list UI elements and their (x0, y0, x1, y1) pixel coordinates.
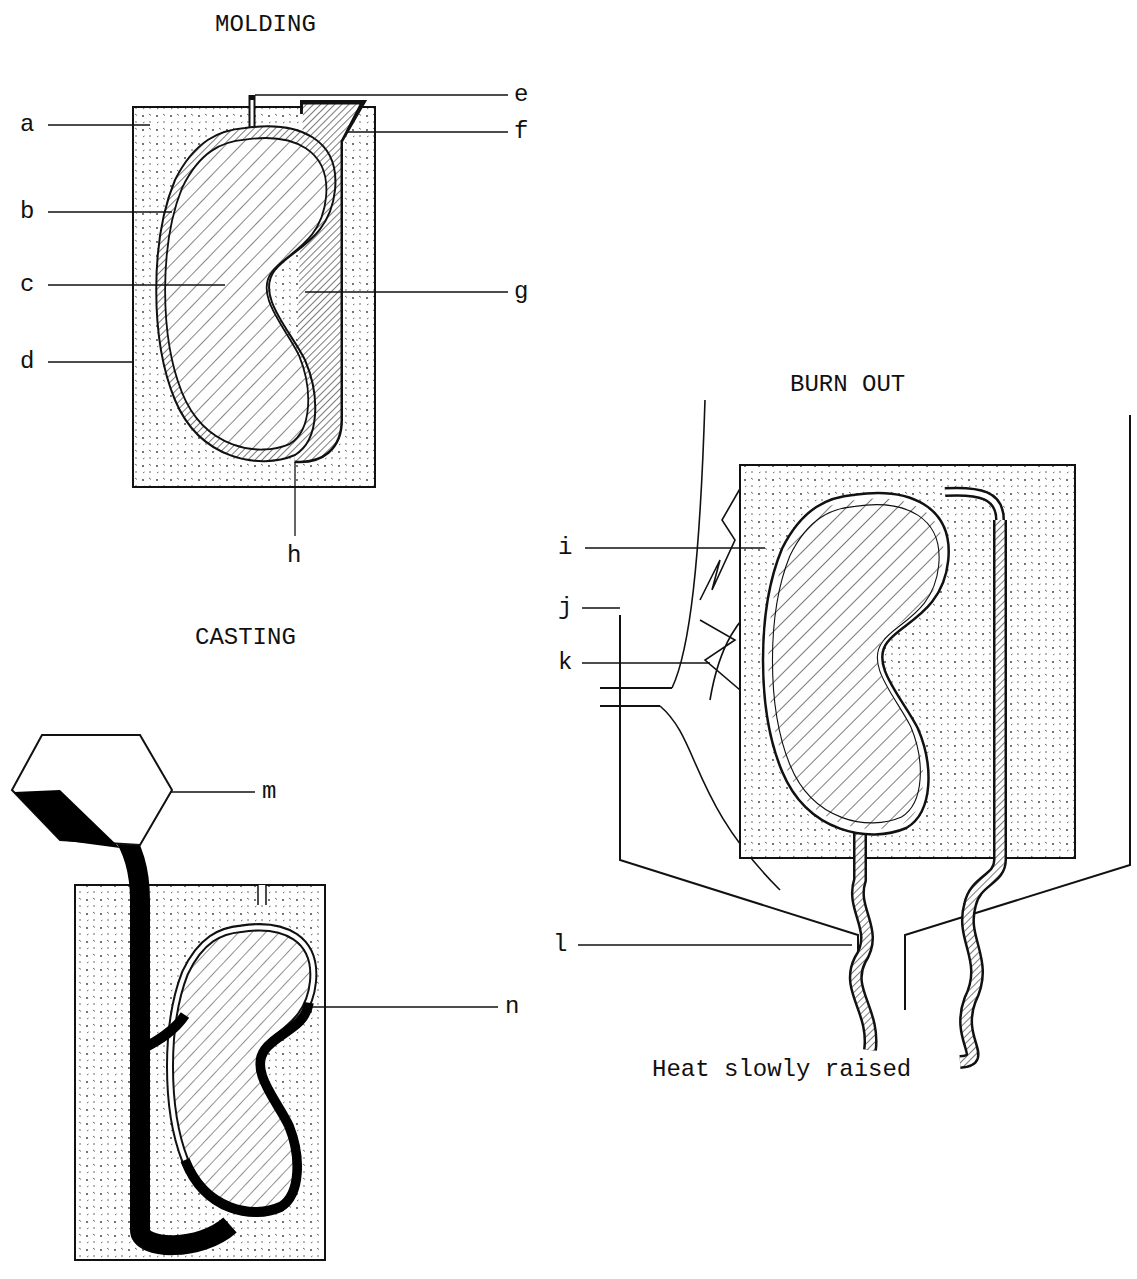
callout-letter: f (514, 118, 528, 146)
section-heading: MOLDING (215, 11, 316, 39)
callout-letter: n (505, 993, 519, 1021)
callout-letter: b (20, 198, 34, 226)
callout-letter: i (558, 534, 572, 562)
callout-letter: c (20, 271, 34, 299)
section-heading: BURN OUT (790, 371, 905, 399)
callout-letter: d (20, 348, 34, 376)
callout-letter: m (262, 778, 276, 806)
section-heading: CASTING (195, 624, 296, 652)
callout-letter: h (287, 542, 301, 570)
caption-note: Heat slowly raised (652, 1056, 911, 1084)
callout-letter: g (514, 278, 528, 306)
callout-letter: a (20, 111, 34, 139)
callout-letter: l (553, 931, 567, 959)
leader-lines (48, 95, 852, 1007)
callout-letter: j (558, 594, 572, 622)
callout-letter: e (514, 81, 528, 109)
burnout-figure (600, 400, 1130, 1062)
callout-letter: k (558, 649, 572, 677)
molding-figure (133, 95, 375, 487)
casting-figure (12, 735, 325, 1260)
